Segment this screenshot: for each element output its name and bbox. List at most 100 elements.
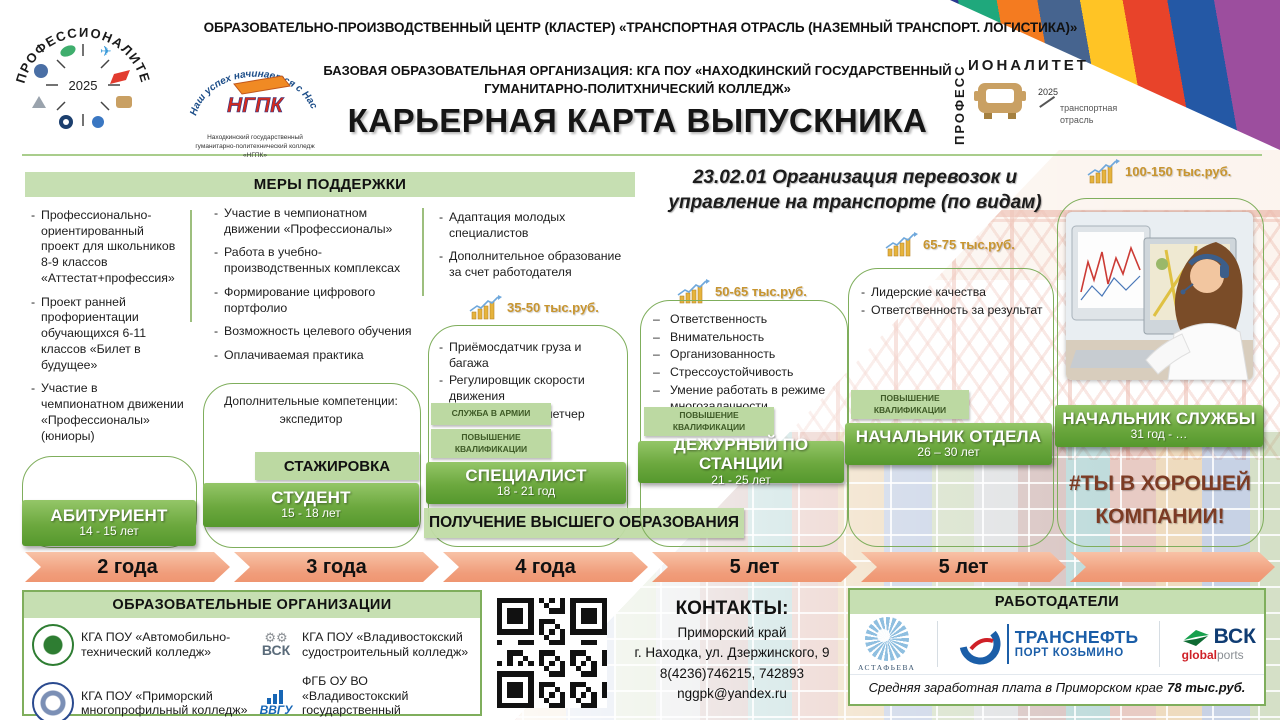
stage-bubble-specialist: [428, 325, 628, 547]
vvgu-bars-icon: [267, 690, 283, 705]
circle-logo-year: 2025: [69, 78, 98, 93]
ngpk-caption2: гуманитарно-политехнический колледж: [195, 143, 315, 151]
drop-icon: [92, 116, 104, 128]
astafyeva-icon: [864, 616, 909, 661]
support-item: Оплачиваемая практика: [213, 348, 415, 364]
support-item: Возможность целевого обучения: [213, 324, 415, 340]
quality-item: Лидерские качества: [860, 285, 1048, 301]
bus-icon: [974, 81, 1026, 128]
timeline-arrow: 2 года: [25, 552, 230, 582]
vsk-green-icon: [1182, 629, 1209, 646]
salary-service-head: 100-150 тыс.руб.: [1086, 158, 1231, 184]
vsk-globalports-logo: ВСК globalports: [1181, 625, 1256, 662]
timeline-arrow: 4 года: [443, 552, 648, 582]
contacts-email: nggpk@yandex.ru: [677, 685, 787, 701]
support-item: Адаптация молодых специалистов: [438, 210, 630, 241]
employers-logos: АСТАФЬЕВА ТРАНСНЕФТЬ ПОРТ КОЗЬМИНО: [850, 614, 1264, 674]
edu-org-item: КГА ПОУ «Приморский многопрофильный колл…: [32, 674, 257, 720]
support-item: Дополнительное образование за счет работ…: [438, 249, 630, 280]
army-service-bar: СЛУЖБА В АРМИИ: [431, 403, 551, 425]
salary-dept-head: 65-75 тыс.руб.: [884, 231, 1015, 257]
bus-mini-icon: [116, 96, 132, 108]
support-item: Участие в чемпионатном движении «Професс…: [213, 206, 415, 237]
salary-growth-icon: [1087, 159, 1120, 184]
leaf-icon: [60, 45, 76, 57]
support-item: Участие в чемпионатном движении «Професс…: [30, 381, 184, 444]
role-item: Регулировщик скорости движения: [438, 373, 620, 404]
atk-college-logo: [32, 624, 74, 666]
quality-item: Ответственность за результат: [860, 303, 1048, 319]
stage-band-specialist: СПЕЦИАЛИСТ 18 - 21 год: [426, 462, 626, 504]
support-item: Проект ранней профориентации обучающихся…: [30, 295, 184, 374]
right-logo-industry: транспортная отрасль: [1060, 103, 1118, 125]
red-wing-icon: [110, 70, 130, 84]
right-logo-horizontal-word: ИОНАЛИТЕТ: [968, 57, 1089, 74]
contacts-region: Приморский край: [677, 625, 787, 640]
stage-bubble-student: [203, 383, 421, 548]
circle-logo-ticks: [46, 44, 120, 126]
timeline-arrow: 5 лет: [861, 552, 1066, 582]
average-salary-value: 78 тыс.руб.: [1167, 679, 1246, 695]
employers-box: РАБОТОДАТЕЛИ АСТАФЬЕВА ТРАНСНЕФТЬ ПОРТ К…: [848, 588, 1266, 706]
salary-growth-icon: [677, 279, 710, 304]
support-header: МЕРЫ ПОДДЕРЖКИ: [25, 172, 635, 197]
logo-bar: [1006, 624, 1009, 664]
dispatcher-photo: [1066, 212, 1253, 380]
support-column-2: Участие в чемпионатном движении «Професс…: [213, 206, 415, 372]
stage-band-station-duty: ДЕЖУРНЫЙ ПО СТАНЦИИ 21 - 25 лет: [638, 435, 844, 487]
support-item: Профессионально-ориентированный проект д…: [30, 208, 184, 287]
stage-bubble-dept-head: [848, 268, 1054, 547]
ngpk-abbr: НГПК: [227, 94, 285, 117]
support-column-3: Адаптация молодых специалистов Дополните…: [438, 210, 630, 289]
right-logo-vertical-word: ПРОФЕСС: [952, 64, 967, 146]
contacts-phone: 8(4236)746215, 742893: [659, 665, 805, 681]
edu-org-item: ⚙⚙ ВСК КГА ПОУ «Владивостокский судостро…: [257, 624, 476, 666]
ngpk-logo: Наш успех начинается с Нас НГПК Находкин…: [186, 50, 324, 160]
contacts-address: г. Находка, ул. Дзержинского, 9: [634, 645, 830, 661]
program-title: 23.02.01 Организация перевозок и управле…: [668, 167, 1042, 213]
quality-item: Внимательность: [652, 330, 842, 346]
right-logo-year: 2025: [1038, 87, 1059, 97]
header-divider: [22, 154, 1262, 156]
berry-icon: [34, 64, 48, 78]
salary-growth-icon: [885, 232, 918, 257]
base-organization-line2: ГУМАНИТАРНО-ПОЛИТХНИЧЕСКИЙ КОЛЛЕДЖ»: [484, 80, 791, 96]
column-divider: [422, 208, 424, 296]
salary-growth-icon: [469, 295, 502, 320]
quality-item: Ответственность: [652, 312, 842, 328]
timeline: 2 года 3 года 4 года 5 лет 5 лет: [25, 552, 1275, 582]
logo-divider: [1159, 621, 1161, 667]
pmk-college-logo: [32, 682, 74, 720]
support-item: Формирование цифрового портфолио: [213, 285, 415, 316]
stage-band-dept-head: НАЧАЛЬНИК ОТДЕЛА 26 – 30 лет: [845, 423, 1052, 465]
contacts-header: КОНТАКТЫ:: [675, 598, 789, 619]
astafyeva-logo: АСТАФЬЕВА: [858, 616, 915, 672]
timeline-arrow: 3 года: [234, 552, 439, 582]
dept-head-qualities: Лидерские качества Ответственность за ре…: [860, 285, 1048, 320]
transneft-logo: ТРАНСНЕФТЬ ПОРТ КОЗЬМИНО: [959, 623, 1139, 665]
average-salary-note: Средняя заработная плата в Приморском кр…: [850, 674, 1264, 699]
vvgu-logo: ВВГУ: [257, 684, 295, 720]
internship-bar: СТАЖИРОВКА: [255, 452, 419, 480]
logo-divider: [936, 621, 938, 667]
stage-band-service-head: НАЧАЛЬНИК СЛУЖБЫ 31 год - …: [1055, 405, 1263, 447]
stage-band-student: СТУДЕНТ 15 - 18 лет: [203, 483, 419, 527]
plane-icon: ✈: [100, 43, 112, 59]
edu-org-item: ВВГУ ФГБ ОУ ВО «Владивостокский государс…: [257, 674, 476, 720]
slash-decoration: [1039, 95, 1055, 108]
transneft-icon: [959, 623, 1001, 665]
support-item: Работа в учебно-производственных комплек…: [213, 245, 415, 276]
upskill-bar: ПОВЫШЕНИЕ КВАЛИФИКАЦИИ: [851, 390, 969, 419]
edu-org-item: КГА ПОУ «Автомобильно-технический коллед…: [32, 624, 257, 666]
upskill-bar: ПОВЫШЕНИЕ КВАЛИФИКАЦИИ: [644, 407, 774, 436]
salary-station-duty: 50-65 тыс.руб.: [676, 278, 807, 304]
station-duty-qualities: Ответственность Внимательность Организов…: [652, 312, 842, 416]
vsk-college-logo: ⚙⚙ ВСК: [261, 629, 291, 659]
hashtag-slogan: #ТЫ В ХОРОШЕЙ КОМПАНИИ!: [1069, 472, 1251, 528]
page-title: КАРЬЕРНАЯ КАРТА ВЫПУСКНИКА: [347, 102, 928, 139]
employers-header: РАБОТОДАТЕЛИ: [850, 590, 1264, 614]
